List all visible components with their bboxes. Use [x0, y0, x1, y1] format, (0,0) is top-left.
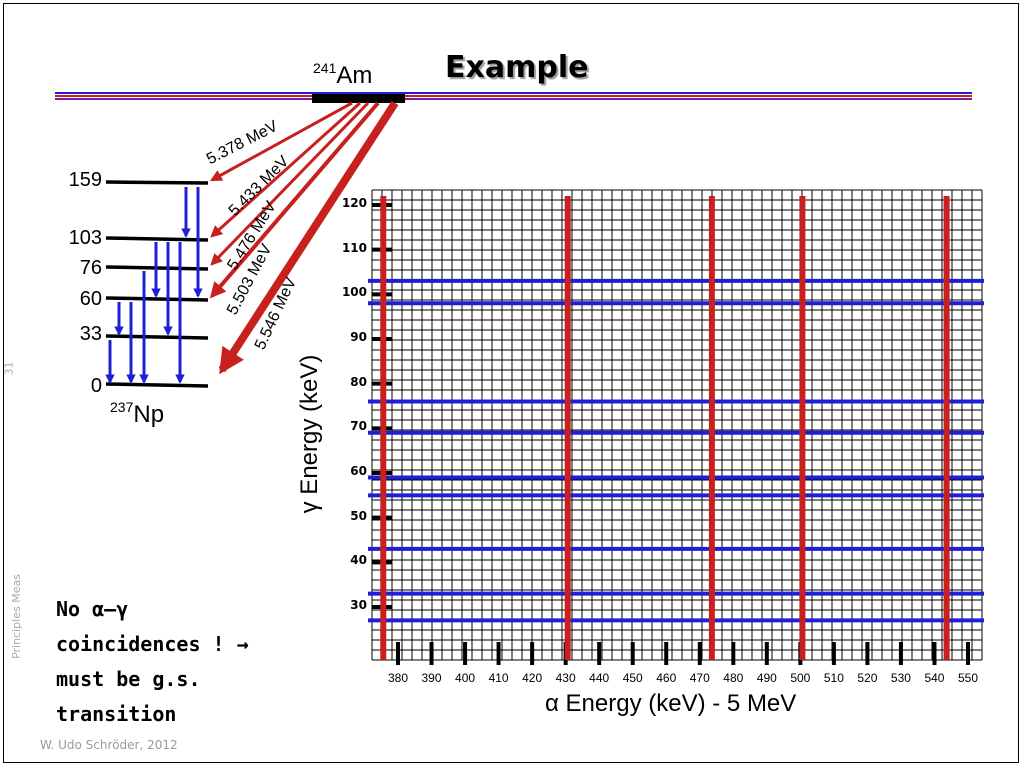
x-tick-label: 500: [790, 671, 811, 685]
level-label-76: 76: [79, 257, 102, 279]
note-line-2: coincidences ! →: [56, 632, 249, 656]
x-tick-label: 420: [522, 671, 543, 685]
parent-nucleus-label: 241Am: [313, 60, 373, 90]
x-tick-label: 510: [823, 671, 844, 685]
np-levels: [105, 180, 209, 388]
y-tick-label: 50: [350, 508, 367, 523]
level-0-line: [105, 382, 209, 388]
slide-title: Example: [445, 50, 589, 85]
x-tick-label: 540: [924, 671, 945, 685]
x-tick-label: 380: [387, 671, 409, 685]
y-tick-label: 120: [341, 196, 367, 210]
level-103-line: [105, 236, 209, 242]
x-tick-label: 520: [857, 671, 878, 685]
daughter-mass-number: 237: [110, 399, 134, 415]
x-tick-label: 430: [555, 671, 576, 685]
x-tick-label: 550: [957, 671, 979, 685]
y-tick-label: 60: [350, 464, 367, 478]
x-axis-title: α Energy (keV) - 5 MeV: [545, 690, 797, 717]
x-tick-label: 470: [689, 671, 710, 685]
note-line-3: must be g.s.: [56, 667, 201, 691]
x-tick-label: 530: [890, 671, 911, 685]
y-tick-label: 40: [350, 553, 367, 568]
level-33-line: [105, 334, 209, 340]
y-tick-label: 100: [341, 285, 367, 300]
parent-symbol: Am: [336, 62, 373, 89]
side-course-title: Principles Meas: [9, 574, 23, 659]
header-rule: [55, 92, 972, 100]
level-label-159: 159: [68, 169, 102, 191]
level-label-0: 0: [90, 375, 102, 397]
y-tick-label: 90: [350, 330, 367, 344]
x-tick-label: 410: [488, 671, 509, 685]
gamma-transition-arrows: [105, 187, 203, 384]
x-tick-label: 490: [756, 671, 777, 685]
level-label-33: 33: [79, 323, 102, 345]
conclusion-note: No α–γ coincidences ! → must be g.s. tra…: [56, 592, 249, 732]
level-60-line: [105, 296, 209, 302]
footer-credit: W. Udo Schröder, 2012: [40, 738, 178, 752]
alpha-decay-arrows: [209, 100, 399, 375]
level-159-line: [105, 180, 209, 185]
slide-frame: [3, 3, 1019, 763]
y-tick-label: 30: [350, 598, 367, 612]
level-label-60: 60: [79, 288, 102, 310]
y-tick-label: 70: [350, 419, 367, 434]
x-tick-label: 390: [421, 671, 442, 685]
x-tick-label: 450: [622, 671, 643, 685]
x-tick-label: 400: [455, 671, 476, 685]
daughter-symbol: Np: [133, 401, 165, 428]
y-tick-label: 80: [350, 374, 367, 389]
note-line-1: No α–γ: [56, 597, 129, 621]
note-line-4: transition: [56, 702, 177, 726]
daughter-nucleus-label: 237Np: [110, 399, 165, 429]
coincidence-plot: [368, 189, 984, 665]
x-tick-label: 480: [723, 671, 744, 685]
x-tick-label: 440: [589, 671, 610, 685]
y-axis-title: γ Energy (keV): [296, 354, 323, 514]
level-label-103: 103: [68, 227, 102, 249]
am-ground-level: [312, 94, 405, 103]
y-tick-label: 110: [341, 240, 367, 255]
x-tick-label: 460: [656, 671, 677, 685]
parent-mass-number: 241: [313, 60, 337, 76]
slide-number: 31: [2, 361, 16, 376]
